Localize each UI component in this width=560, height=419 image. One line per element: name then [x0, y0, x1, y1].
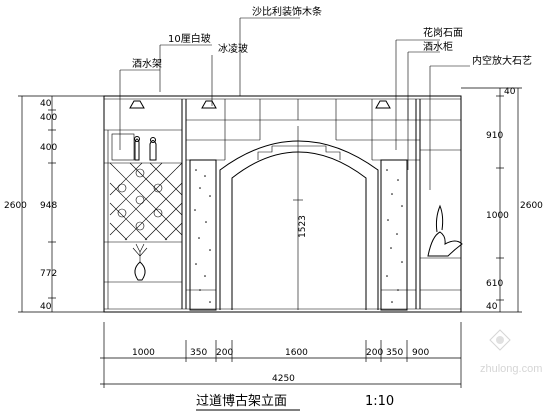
left-rack-section — [104, 99, 187, 309]
wine-lattice — [109, 162, 183, 241]
dim-left-total: 2600 — [4, 201, 27, 211]
dim-bottom-total: 4250 — [272, 374, 295, 384]
callout-ice-glass: 冰凌玻 — [218, 42, 248, 55]
flower-vase-icon — [132, 243, 148, 281]
callout-wine-rack: 酒水架 — [132, 58, 162, 70]
dim-right-5: 40 — [486, 302, 498, 312]
left-dimension-chain — [18, 95, 104, 313]
spotlight-icon — [129, 100, 391, 109]
watermark-text: zhulong.com — [480, 363, 542, 375]
dim-bottom-4: 1600 — [285, 348, 308, 358]
upper-shelf-grid — [186, 99, 461, 309]
drawing-scale: 1:10 — [365, 394, 394, 409]
drawing-title: 过道博古架立面 — [196, 394, 287, 409]
dim-arch-height: 1523 — [298, 215, 308, 238]
callout-decor-strip: 沙比利装饰木条 — [252, 5, 322, 18]
dim-bottom-2: 350 — [190, 348, 207, 358]
dim-left-3: 400 — [40, 143, 57, 153]
dim-right-total: 2600 — [520, 201, 543, 211]
dim-left-5: 772 — [40, 269, 57, 279]
dim-right-3: 1000 — [486, 211, 509, 221]
dim-right-4: 610 — [486, 279, 503, 289]
bottom-dimension-chain — [100, 322, 462, 388]
callout-spotlight: 10厘白玻 — [168, 32, 211, 45]
callout-wine-cabinet: 酒水柜 — [423, 40, 453, 53]
dim-bottom-3: 200 — [216, 348, 233, 358]
dim-left-6: 40 — [40, 302, 52, 312]
figurine-icon — [134, 136, 157, 161]
callout-granite: 花岗石面 — [423, 26, 463, 39]
dim-bottom-6: 350 — [386, 348, 403, 358]
dim-left-4: 948 — [40, 201, 57, 211]
dim-bottom-1: 1000 — [132, 348, 155, 358]
dim-right-2: 910 — [486, 131, 503, 141]
dim-left-2: 400 — [40, 113, 57, 123]
dim-bottom-5: 200 — [366, 348, 383, 358]
callout-leaders — [119, 17, 470, 190]
stone-sculpture-icon — [427, 204, 463, 257]
dim-left-1: 40 — [40, 99, 52, 109]
ice-glass-texture — [194, 169, 403, 303]
cabinet-outline — [103, 95, 462, 313]
dim-right-1: 40 — [504, 87, 516, 97]
dim-bottom-7: 900 — [412, 348, 429, 358]
right-dimension-chain — [461, 87, 522, 313]
callout-vase: 内空放大石艺 — [472, 54, 532, 67]
watermark-logo: zhulong.com — [480, 329, 542, 375]
